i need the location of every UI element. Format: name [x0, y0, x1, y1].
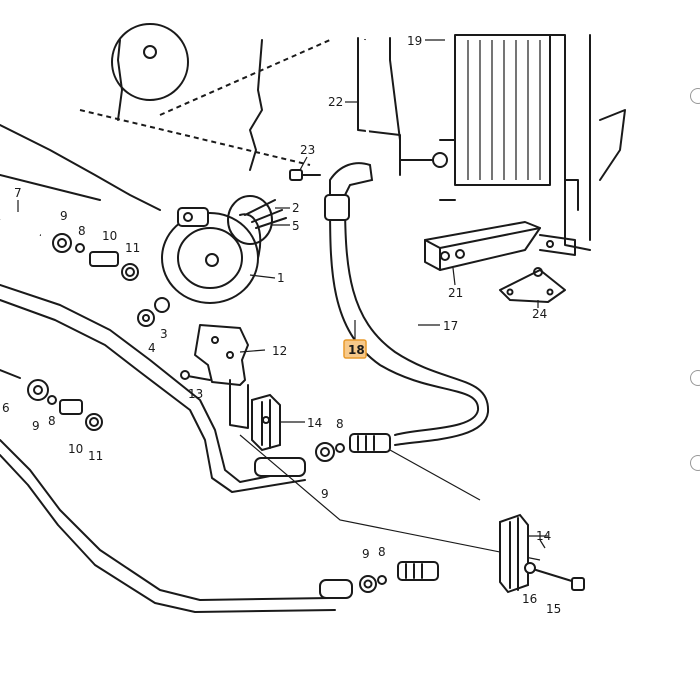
- callout-16: 16: [522, 592, 537, 606]
- edge-mark-middle: [690, 370, 700, 386]
- callout-9-upper: 9: [60, 209, 68, 223]
- middle-fittings: [0, 369, 103, 431]
- callout-2: 2: [292, 201, 300, 215]
- callout-10-middle: 10: [68, 442, 83, 456]
- edge-mark-top: [690, 88, 700, 104]
- callout-10-upper: 10: [102, 229, 117, 243]
- callout-21: 21: [448, 286, 463, 300]
- middle-union: [315, 433, 391, 462]
- engine-block-outline: [0, 23, 331, 211]
- callout-24: 24: [532, 307, 547, 321]
- callout-6: 6: [2, 401, 10, 415]
- oil-pump-1: [161, 195, 287, 304]
- leader-lines: [239, 434, 541, 561]
- bracket-12: [180, 324, 249, 429]
- callout-1: 1: [277, 271, 285, 285]
- callout-9-union: 9: [321, 487, 329, 501]
- callout-11-upper: 11: [125, 241, 140, 255]
- callout-23: 23: [300, 143, 315, 157]
- nut-3-4: [137, 297, 170, 327]
- callout-8-lower: 8: [378, 545, 386, 559]
- clamp-14-upper: [251, 393, 281, 452]
- plate-24: [499, 267, 566, 303]
- callout-12: 12: [272, 344, 287, 358]
- callout-8-upper: 8: [78, 224, 86, 238]
- callout-15: 15: [546, 602, 561, 616]
- callout-18: 18: [348, 343, 365, 357]
- callout-labels: 19 22 23 2 5 1 7 9 8 10 11 3 4 12 13 6 9…: [2, 34, 561, 616]
- callout-9-middle: 9: [32, 419, 40, 433]
- edge-mark-lower: [690, 455, 700, 471]
- callout-22: 22: [328, 95, 343, 109]
- callout-8-middle: 8: [48, 414, 56, 428]
- bolt-23: [289, 169, 321, 181]
- highlighted-callout-18[interactable]: 18: [343, 339, 367, 359]
- hose-18: [324, 162, 490, 446]
- callout-3: 3: [160, 327, 168, 341]
- upper-fittings: [0, 218, 139, 281]
- hose-17: [362, 39, 472, 572]
- bracket-21: [424, 221, 576, 271]
- callout-19: 19: [407, 34, 422, 48]
- callout-8-union: 8: [336, 417, 344, 431]
- clamp-14-lower: [499, 513, 585, 594]
- callout-7: 7: [14, 186, 22, 200]
- callout-14-lower: 14: [536, 529, 551, 543]
- callout-14-upper: 14: [307, 416, 322, 430]
- callout-leaders: [17, 39, 548, 549]
- callout-9-lower: 9: [362, 547, 370, 561]
- oil-cooler-radiator: [357, 34, 626, 251]
- callout-13: 13: [188, 387, 203, 401]
- main-pipe: [0, 284, 353, 613]
- callout-4: 4: [148, 341, 156, 355]
- lower-union: [359, 561, 439, 593]
- callout-11-middle: 11: [88, 449, 103, 463]
- callout-5: 5: [292, 219, 300, 233]
- callout-17: 17: [443, 319, 458, 333]
